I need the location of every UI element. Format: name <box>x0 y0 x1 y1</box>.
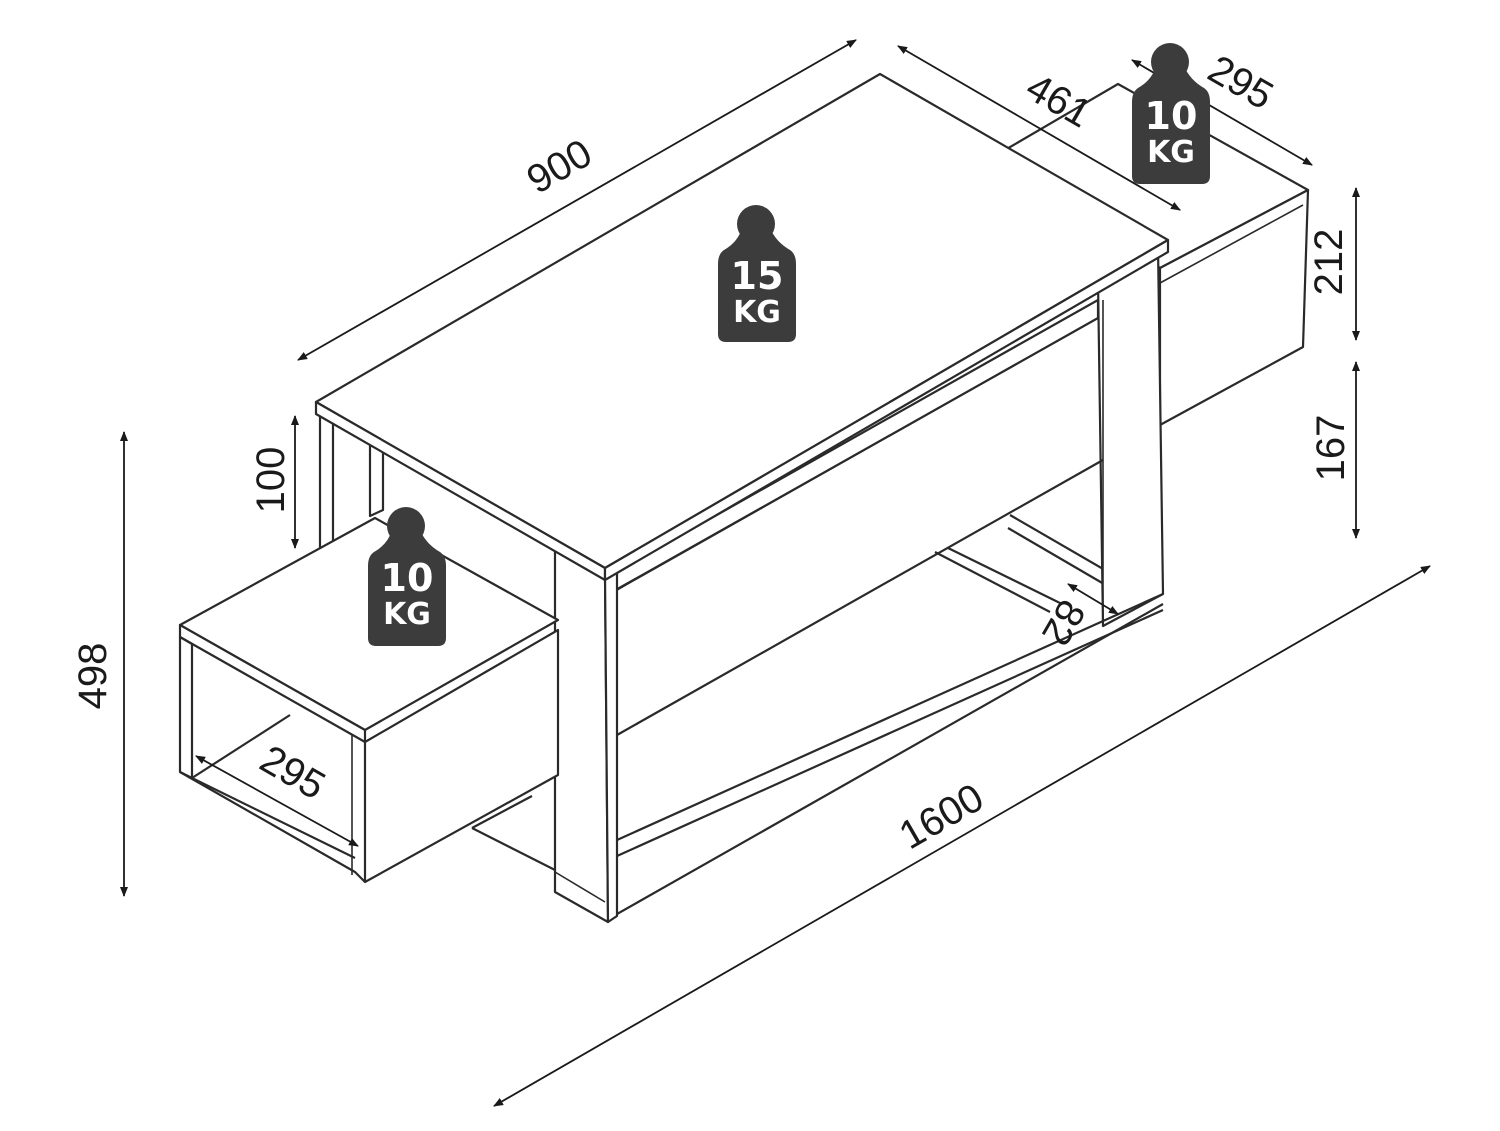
weight-icon-right-shelf: 10 KG <box>1132 43 1210 184</box>
weight-top-unit: KG <box>733 295 781 330</box>
back-frame-floor-line <box>934 551 1051 613</box>
weight-icon-top-body <box>718 228 796 342</box>
label-top-width: 900 <box>520 131 600 202</box>
label-total-height: 498 <box>71 643 115 710</box>
weight-left-unit: KG <box>383 597 431 632</box>
lower-rail-front-2 <box>616 608 1164 858</box>
front-leg-side <box>553 543 610 924</box>
front-leg-edge <box>603 566 619 924</box>
right-end-panel <box>1096 245 1165 628</box>
weight-icon-top: 15 KG <box>718 205 796 342</box>
label-frame-offset: 82 <box>1033 592 1093 653</box>
left-back-leg <box>318 408 335 558</box>
weight-right-value: 10 <box>1145 94 1198 138</box>
label-left-shelf-depth: 295 <box>253 737 333 808</box>
right-shelf-edge <box>1159 204 1304 284</box>
left-shelf-bottom <box>179 771 366 883</box>
dimension-lines <box>120 39 1431 1107</box>
dim-line-900 <box>297 39 857 361</box>
back-frame-left-floor <box>471 827 556 871</box>
dim-line-461 <box>897 45 1181 211</box>
back-frame-floor-line-2 <box>947 547 1063 605</box>
weight-icon-left-shelf: 10 KG <box>368 507 446 646</box>
label-right-shelf-clearance: 167 <box>1309 415 1353 482</box>
label-total-length: 1600 <box>892 775 991 858</box>
weight-left-value: 10 <box>381 556 434 600</box>
base-edge <box>609 603 1164 919</box>
weight-icon-right-body <box>1132 66 1210 184</box>
weight-right-unit: KG <box>1147 135 1195 170</box>
apron-inner-line <box>616 317 1099 591</box>
weight-top-value: 15 <box>731 254 784 298</box>
label-right-shelf-height: 212 <box>1307 229 1351 296</box>
dim-line-295-left <box>195 755 359 847</box>
left-shelf-bottom-inner <box>191 777 356 859</box>
dim-line-1600 <box>493 565 1431 1107</box>
weight-icon-left-body <box>368 530 446 646</box>
label-left-gap: 100 <box>249 447 293 514</box>
left-shelf-leg <box>178 635 194 780</box>
